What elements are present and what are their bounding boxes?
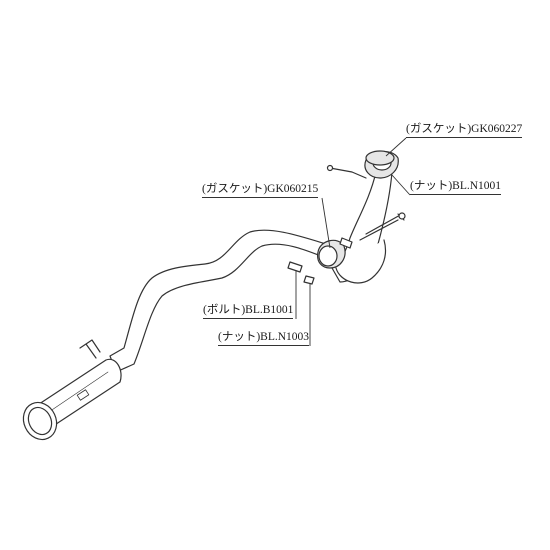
callout-nut-mid: (ナット)BL.N1003 (218, 330, 310, 346)
mid-pipe-curve (335, 239, 387, 284)
callout-bolt: (ボルト)BL.B1001 (203, 303, 294, 319)
leader-gasket-mid (321, 197, 331, 249)
front-pipe (331, 171, 393, 283)
mid-bolt-2 (339, 237, 353, 249)
callout-gasket-top: (ガスケット)GK060227 (406, 122, 523, 138)
mid-bolt (287, 261, 303, 273)
muffler-emblem (76, 389, 90, 401)
callout-nut-top: (ナット)BL.N1001 (410, 179, 502, 195)
muffler-hanger (79, 339, 101, 359)
callout-gasket-mid: (ガスケット)GK060215 (202, 182, 319, 198)
mid-gasket (318, 245, 338, 267)
leader-nut-top (391, 174, 411, 196)
upper-stud (329, 167, 367, 179)
main-pipe (109, 229, 327, 373)
leader-gasket-top (385, 137, 407, 157)
mid-nut (303, 275, 315, 285)
